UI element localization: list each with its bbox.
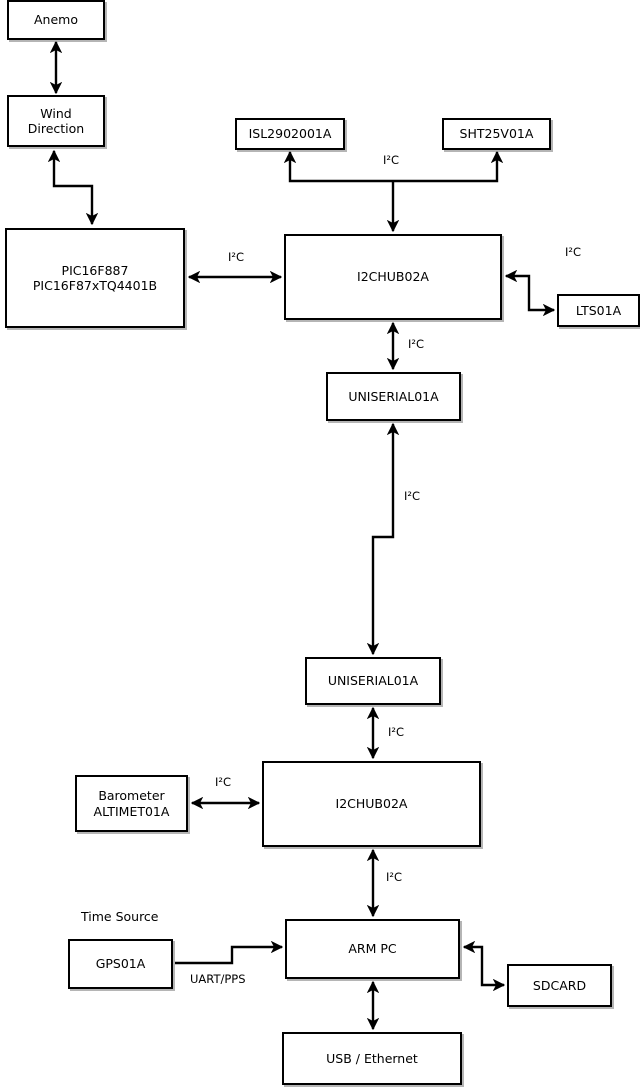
connector-pic-wind	[47, 149, 99, 226]
edge-label-i2c-baro-hub2: I²C	[215, 775, 232, 789]
node-uniserial01a-upper-label: UNISERIAL01A	[348, 388, 439, 404]
node-uniserial01a-lower-label: UNISERIAL01A	[327, 673, 419, 689]
node-isl2902001a[interactable]: ISL2902001A	[235, 118, 345, 150]
node-i2chub02a-top-label: I2CHUB02A	[357, 269, 429, 285]
edge-label-i2c-hub-lts: I²C	[565, 245, 582, 259]
node-usb-ethernet-label: USB / Ethernet	[326, 1050, 418, 1066]
node-isl2902001a-label: ISL2902001A	[248, 126, 332, 142]
node-sdcard[interactable]: SDCARD	[507, 964, 612, 1007]
node-anemo-label: Anemo	[34, 12, 78, 28]
node-sht25v01a[interactable]: SHT25V01A	[442, 118, 551, 150]
label-time-source: Time Source	[81, 909, 159, 924]
node-pic-microcontroller[interactable]: PIC16F887 PIC16F87xTQ4401B	[5, 228, 185, 328]
edge-label-uart-pps: UART/PPS	[190, 972, 246, 986]
edge-label-i2c-uni2-hub2: I²C	[388, 725, 405, 739]
node-gps01a[interactable]: GPS01A	[68, 939, 173, 989]
node-barometer-altimet01a[interactable]: Barometer ALTIMET01A	[75, 775, 188, 832]
node-i2chub02a-bottom[interactable]: I2CHUB02A	[262, 761, 481, 847]
node-uniserial01a-lower[interactable]: UNISERIAL01A	[305, 657, 441, 705]
connector-gps-armpc	[175, 940, 284, 965]
node-lts01a-label: LTS01A	[575, 302, 622, 318]
node-gps01a-label: GPS01A	[95, 956, 146, 972]
node-arm-pc-label: ARM PC	[348, 941, 397, 957]
node-wind-direction[interactable]: Wind Direction	[7, 95, 105, 147]
node-arm-pc[interactable]: ARM PC	[285, 919, 460, 979]
edge-label-i2c-uni1-uni2: I²C	[404, 489, 421, 503]
node-i2chub02a-bottom-label: I2CHUB02A	[335, 796, 408, 812]
edge-label-i2c-pic-hub: I²C	[228, 250, 245, 264]
node-i2chub02a-top[interactable]: I2CHUB02A	[284, 234, 502, 320]
node-uniserial01a-upper[interactable]: UNISERIAL01A	[326, 372, 461, 421]
connector-armpc-sdcard	[462, 940, 506, 992]
edge-label-i2c-hub-uni1: I²C	[408, 337, 425, 351]
node-lts01a[interactable]: LTS01A	[557, 294, 640, 327]
node-sdcard-label: SDCARD	[532, 977, 587, 993]
edge-label-i2c-hub2-arm: I²C	[386, 870, 403, 884]
node-usb-ethernet[interactable]: USB / Ethernet	[282, 1032, 462, 1085]
node-anemo[interactable]: Anemo	[7, 0, 105, 40]
connector-uni1-uni2	[366, 422, 400, 656]
node-pic-microcontroller-label: PIC16F887 PIC16F87xTQ4401B	[32, 262, 158, 293]
node-sht25v01a-label: SHT25V01A	[459, 126, 534, 142]
node-barometer-altimet01a-label: Barometer ALTIMET01A	[93, 788, 170, 819]
connector-hubtop-lts	[504, 269, 556, 317]
node-wind-direction-label: Wind Direction	[27, 105, 85, 136]
edge-label-i2c-hub-sensors: I²C	[383, 153, 400, 167]
